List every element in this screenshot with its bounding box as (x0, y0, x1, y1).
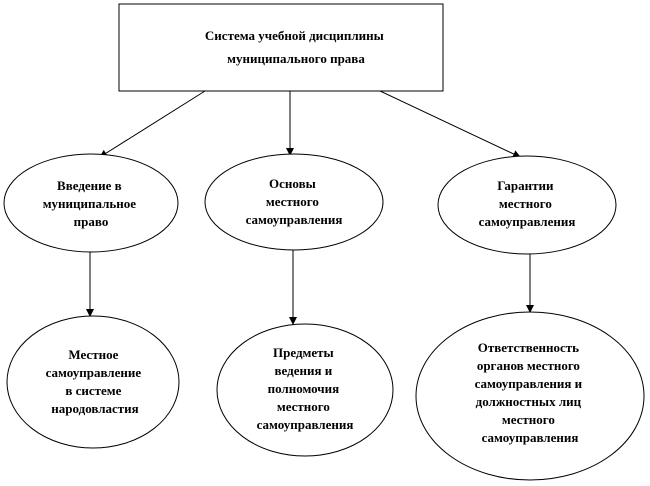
node-selfgov-label: Местное самоуправление в системе народов… (46, 347, 145, 416)
node-line: в системе (65, 383, 121, 398)
node-line: местного (502, 412, 555, 427)
node-line: Ответственность (478, 340, 579, 355)
node-line: самоуправления (482, 430, 579, 445)
root-node: Система учебной дисциплины муниципальног… (118, 3, 444, 92)
root-line: Система учебной дисциплины (205, 28, 384, 43)
root-box (118, 3, 444, 92)
node-line: ведения и (275, 363, 333, 378)
connectors (86, 90, 534, 325)
node-line: полномочия (268, 381, 340, 396)
node-basics: Основы местного самоуправления (204, 153, 384, 251)
arrow-root-to-guarantees (379, 90, 521, 158)
node-line: самоуправления (246, 212, 343, 227)
node-line: самоуправления и (475, 376, 583, 391)
node-line: право (74, 214, 109, 229)
node-line: органов местного (477, 358, 580, 373)
node-line: местного (266, 194, 319, 209)
node-line: муниципальное (43, 196, 137, 211)
node-basics-label: Основы местного самоуправления (246, 176, 343, 227)
node-line: народовластия (51, 401, 138, 416)
node-line: Предметы (273, 345, 334, 360)
node-guarantees-label: Гарантии местного самоуправления (479, 178, 576, 229)
node-subjects-ellipse (216, 323, 394, 457)
arrow-root-to-intro (99, 90, 206, 158)
node-intro-label: Введение в муниципальное право (43, 178, 140, 229)
node-responsibility-ellipse (415, 311, 645, 481)
node-line: Местное (68, 347, 118, 362)
node-line: самоуправления (479, 214, 576, 229)
node-line: местного (499, 196, 552, 211)
node-intro-ellipse (3, 153, 179, 253)
node-responsibility: Ответственность органов местного самоупр… (415, 311, 645, 481)
node-selfgov-ellipse (6, 315, 180, 449)
root-title: Система учебной дисциплины муниципальног… (205, 28, 387, 66)
node-line: должностных лиц (476, 394, 582, 409)
node-intro: Введение в муниципальное право (3, 153, 179, 253)
node-guarantees: Гарантии местного самоуправления (437, 155, 617, 255)
node-line: Введение в (57, 178, 122, 193)
node-selfgov: Местное самоуправление в системе народов… (6, 315, 180, 449)
node-line: Гарантии (497, 178, 554, 193)
node-subjects-label: Предметы ведения и полномочия местного с… (257, 345, 354, 432)
node-line: Основы (269, 176, 316, 191)
root-line: муниципального права (227, 51, 365, 66)
node-subjects: Предметы ведения и полномочия местного с… (216, 323, 394, 457)
node-line: самоуправление (46, 365, 142, 380)
node-line: самоуправления (257, 417, 354, 432)
node-guarantees-ellipse (437, 155, 617, 255)
node-basics-ellipse (204, 153, 384, 251)
node-responsibility-label: Ответственность органов местного самоупр… (475, 340, 586, 445)
node-line: местного (277, 399, 330, 414)
